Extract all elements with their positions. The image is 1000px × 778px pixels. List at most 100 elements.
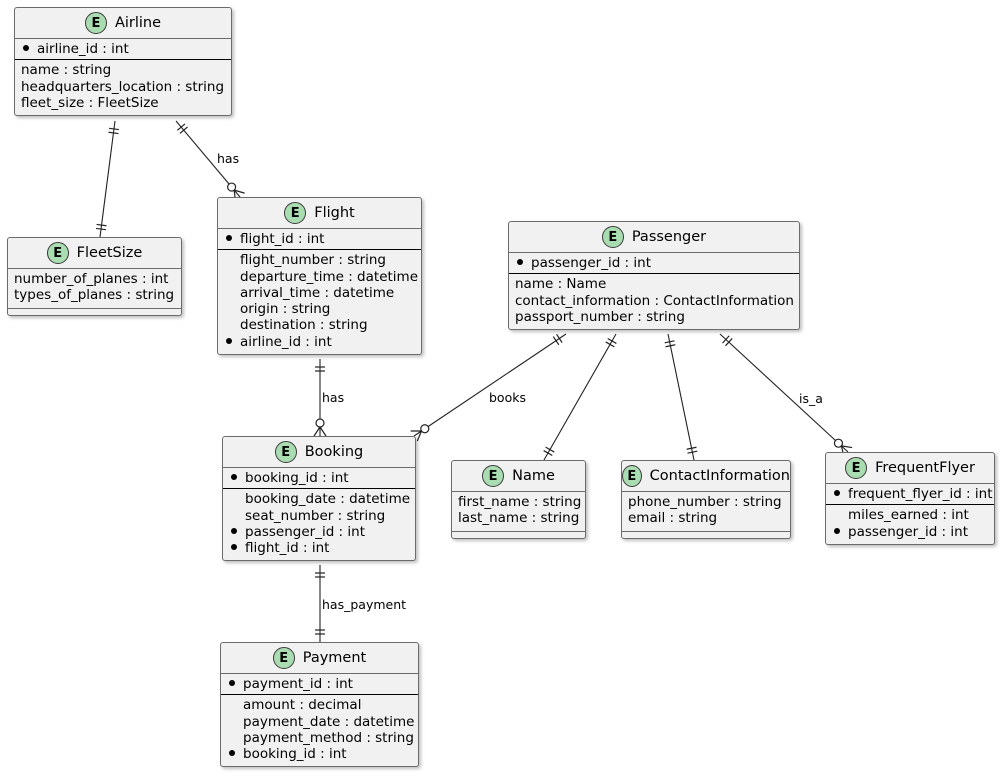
relationship-airline-fleetsize-from-one-bar-0 [108, 127, 120, 131]
attribute: miles_earned : int [848, 507, 969, 524]
attribute: headquarters_location : string [21, 78, 225, 95]
entity-badge-icon: E [601, 226, 624, 248]
relationship-line-passenger-booking [413, 333, 567, 437]
relationship-label-airline-flight: has [217, 151, 240, 166]
entity-booking[interactable]: E Booking booking_id : int booking_date … [222, 436, 416, 562]
relationship-passenger-contact-to-one-bar-1 [686, 446, 697, 450]
foreign-key: booking_id : int [227, 746, 412, 762]
entity-contact-information[interactable]: E ContactInformation phone_number : stri… [621, 460, 791, 539]
entity-title: Booking [304, 444, 364, 460]
entity-attribute-section: amount : decimal payment_date : datetime… [221, 695, 418, 766]
entity-frequentflyer[interactable]: E FrequentFlyer frequent_flyer_id : int … [825, 452, 995, 545]
attribute: last_name : string [458, 510, 580, 527]
relationship-passenger-booking-to-zero-circle [420, 424, 430, 434]
entity-method-section [622, 530, 790, 538]
relationship-airline-fleetsize-to-one-bar-0 [95, 227, 107, 231]
attribute: phone_number : string [628, 494, 782, 510]
relationship-airline-flight-to-crowfoot-a [234, 189, 245, 194]
entity-header: E Airline [15, 8, 231, 39]
entity-key-section: flight_id : int [218, 229, 421, 251]
relationship-passenger-frequentflyer-to-zero-circle [833, 438, 844, 448]
relationship-line-passenger-contact [667, 333, 695, 461]
entity-key-section: frequent_flyer_id : int [826, 484, 994, 506]
relationship-passenger-name-from-one-bar-0 [607, 337, 617, 344]
relationship-passenger-booking-from-one-bar-0 [556, 333, 563, 343]
entity-title: FleetSize [76, 245, 143, 261]
entity-badge-icon: E [284, 202, 307, 224]
entity-attribute-section: miles_earned : int passenger_id : int [826, 505, 994, 544]
relationship-airline-fleetsize-to-one-bar-1 [96, 223, 107, 227]
entity-name[interactable]: E Name first_name : string last_name : s… [451, 460, 586, 539]
relationship-label-passenger-booking: books [489, 390, 526, 405]
attribute: passport_number : string [515, 308, 685, 325]
relationship-passenger-contact-from-one-bar-0 [664, 340, 675, 344]
entity-flight[interactable]: E Flight flight_id : int flight_number :… [217, 197, 422, 356]
attribute: payment_method : string [243, 729, 414, 746]
foreign-key: airline_id : int [224, 334, 415, 350]
entity-key-section: payment_id : int [221, 674, 418, 696]
relationship-passenger-frequentflyer-to-crowfoot-a [841, 445, 853, 449]
entity-key-section: airline_id : int [15, 39, 231, 61]
foreign-key: passenger_id : int [229, 524, 409, 540]
attribute: destination : string [240, 317, 368, 334]
attribute: email : string [628, 510, 718, 527]
relationship-airline-flight-from-one-bar-0 [176, 123, 186, 131]
entity-badge-icon: E [272, 647, 295, 669]
entity-badge-icon: E [84, 12, 107, 34]
relationship-passenger-contact-from-one-bar-1 [665, 344, 676, 348]
entity-attribute-section: number_of_planes : int types_of_planes :… [8, 269, 181, 308]
relationship-passenger-name-to-one-bar-1 [545, 446, 555, 453]
relationship-passenger-name-from-one-bar-1 [605, 341, 615, 348]
entity-attribute-section: first_name : string last_name : string [452, 492, 585, 531]
relationship-flight-booking-to-crowfoot-a [319, 426, 327, 437]
entity-key-section: booking_id : int [223, 468, 415, 490]
relationship-airline-flight-from-one-bar-1 [179, 126, 188, 134]
relationship-flight-booking-to-zero-circle [315, 418, 325, 428]
attribute: fleet_size : FleetSize [21, 94, 159, 111]
attribute: contact_information : ContactInformation [515, 292, 794, 309]
relationship-line-passenger-name [543, 333, 617, 461]
attribute: payment_date : datetime [243, 713, 415, 730]
entity-attribute-section: name : string headquarters_location : st… [15, 60, 231, 115]
entity-header: E Booking [223, 437, 415, 468]
foreign-key: passenger_id : int [832, 524, 988, 540]
entity-attribute-section: flight_number : string departure_time : … [218, 250, 421, 354]
primary-key: flight_id : int [224, 231, 415, 247]
entity-airline[interactable]: E Airline airline_id : int name : string… [14, 7, 232, 117]
entity-fleetsize[interactable]: E FleetSize number_of_planes : int types… [7, 237, 182, 316]
foreign-key: flight_id : int [229, 540, 409, 556]
primary-key: airline_id : int [21, 41, 225, 57]
relationship-label-flight-booking: has [322, 390, 345, 405]
entity-title: Airline [114, 15, 162, 31]
attribute: types_of_planes : string [14, 287, 175, 304]
primary-key: payment_id : int [227, 676, 412, 692]
attribute: origin : string [240, 301, 331, 318]
attribute: name : string [21, 62, 112, 79]
attribute: arrival_time : datetime [240, 284, 395, 301]
entity-attribute-section: booking_date : datetime seat_number : st… [223, 489, 415, 560]
primary-key: frequent_flyer_id : int [832, 486, 993, 502]
relationship-passenger-booking-from-one-bar-1 [552, 336, 560, 346]
attribute: flight_number : string [240, 252, 386, 269]
entity-payment[interactable]: E Payment payment_id : int amount : deci… [220, 642, 419, 768]
relationship-passenger-frequentflyer-from-one-bar-1 [724, 338, 733, 347]
entity-passenger[interactable]: E Passenger passenger_id : int name : Na… [508, 221, 800, 331]
entity-badge-icon: E [274, 441, 297, 463]
attribute: name : Name [515, 276, 607, 293]
entity-method-section [452, 530, 585, 538]
entity-header: E Payment [221, 643, 418, 674]
entity-header: E FrequentFlyer [826, 453, 994, 484]
attribute: first_name : string [458, 494, 582, 510]
entity-title: ContactInformation [649, 468, 790, 484]
attribute: number_of_planes : int [14, 271, 169, 287]
relationship-passenger-booking-to-crowfoot-a [416, 430, 423, 442]
relationship-airline-flight-to-zero-circle [227, 182, 237, 192]
entity-header: E Flight [218, 198, 421, 229]
relationship-label-booking-payment: has_payment [322, 597, 407, 612]
attribute: booking_date : datetime [245, 491, 411, 508]
entity-title: Payment [302, 650, 367, 666]
entity-title: Name [512, 468, 555, 484]
attribute: seat_number : string [245, 507, 386, 524]
entity-header: E ContactInformation [622, 461, 790, 492]
